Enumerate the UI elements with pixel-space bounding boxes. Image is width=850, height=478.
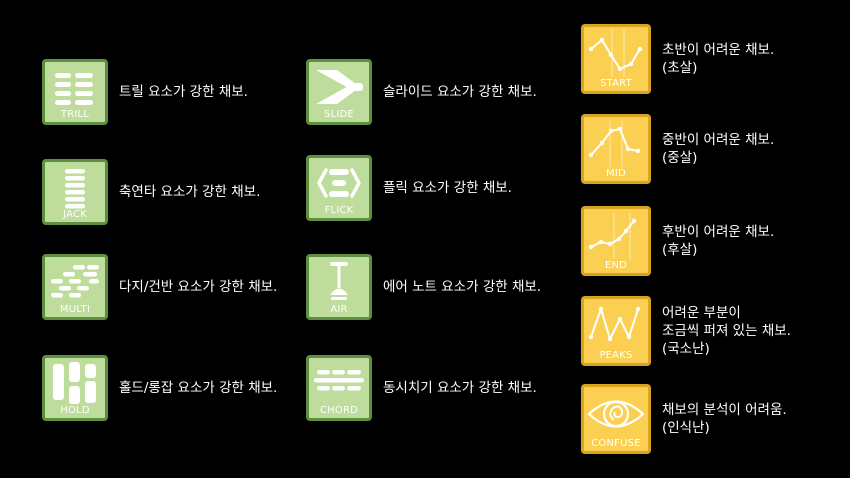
confuse-description: 채보의 분석이 어려움. (인식난): [662, 402, 787, 436]
tag-flick: FLICK 플릭 요소가 강한 채보.: [306, 155, 512, 221]
flick-badge: FLICK: [306, 155, 372, 221]
jack-description: 축연타 요소가 강한 채보.: [119, 184, 261, 200]
mid-badge: MID: [581, 114, 651, 184]
tag-peaks: PEAKS 어려운 부분이 조금씩 퍼져 있는 채보. (국소난): [581, 296, 791, 366]
air-description: 에어 노트 요소가 강한 채보.: [383, 279, 542, 295]
multi-badge: MULTI: [42, 254, 108, 320]
slide-description: 슬라이드 요소가 강한 채보.: [383, 84, 537, 100]
tag-hold: HOLD 홀드/롱잡 요소가 강한 채보.: [42, 355, 277, 421]
end-description: 후반이 어려운 채보. (후살): [662, 224, 775, 258]
trill-description: 트릴 요소가 강한 채보.: [119, 84, 248, 100]
confuse-badge: CONFUSE: [581, 384, 651, 454]
tag-mid: MID 중반이 어려운 채보. (중살): [581, 114, 774, 184]
tag-trill: TRILL 트릴 요소가 강한 채보.: [42, 59, 248, 125]
chord-badge: CHORD: [306, 355, 372, 421]
peaks-badge: PEAKS: [581, 296, 651, 366]
trill-icon: [55, 73, 93, 105]
multi-icon: [51, 265, 99, 298]
mid-description: 중반이 어려운 채보. (중살): [662, 132, 775, 166]
mid-label: MID: [606, 168, 626, 179]
tag-jack: JACK 축연타 요소가 강한 채보.: [42, 159, 260, 225]
end-badge: END: [581, 206, 651, 276]
confuse-label: CONFUSE: [591, 438, 641, 449]
chord-label: CHORD: [319, 405, 359, 416]
tag-slide: SLIDE 슬라이드 요소가 강한 채보.: [306, 59, 537, 125]
end-graph-icon: [588, 213, 637, 259]
tag-start: START 초반이 어려운 채보. (초살): [581, 24, 774, 94]
air-label: AIR: [330, 304, 348, 315]
tag-chord: CHORD 동시치기 요소가 강한 채보.: [306, 355, 537, 421]
eye-icon: [587, 400, 645, 428]
hold-icon: [53, 362, 96, 404]
hold-description: 홀드/롱잡 요소가 강한 채보.: [119, 380, 278, 396]
peaks-graph-icon: [588, 305, 641, 342]
air-icon: [330, 262, 348, 300]
tag-air: AIR 에어 노트 요소가 강한 채보.: [306, 254, 541, 320]
hold-badge: HOLD: [42, 355, 108, 421]
air-badge: AIR: [306, 254, 372, 320]
start-graph-icon: [588, 29, 643, 77]
slide-badge: SLIDE: [306, 59, 372, 125]
start-description: 초반이 어려운 채보. (초살): [662, 42, 775, 76]
slide-icon: [316, 70, 363, 104]
jack-badge: JACK: [42, 159, 108, 225]
jack-label: JACK: [63, 209, 87, 220]
multi-label: MULTI: [59, 304, 91, 315]
trill-badge: TRILL: [42, 59, 108, 125]
multi-description: 다지/건반 요소가 강한 채보.: [119, 279, 278, 295]
tag-multi: MULTI 다지/건반 요소가 강한 채보.: [42, 254, 277, 320]
flick-label: FLICK: [324, 205, 354, 216]
hold-label: HOLD: [60, 405, 90, 416]
start-badge: START: [581, 24, 651, 94]
start-label: START: [600, 78, 632, 89]
end-label: END: [604, 260, 628, 271]
slide-label: SLIDE: [324, 109, 354, 120]
tag-confuse: CONFUSE 채보의 분석이 어려움. (인식난): [581, 384, 787, 454]
tag-end: END 후반이 어려운 채보. (후살): [581, 206, 774, 276]
peaks-label: PEAKS: [599, 350, 633, 361]
mid-graph-icon: [588, 121, 641, 167]
flick-icon: [317, 168, 361, 198]
chord-description: 동시치기 요소가 강한 채보.: [383, 380, 537, 396]
peaks-description: 어려운 부분이 조금씩 퍼져 있는 채보. (국소난): [662, 305, 791, 357]
flick-description: 플릭 요소가 강한 채보.: [383, 180, 512, 196]
trill-label: TRILL: [60, 109, 90, 120]
chord-icon: [314, 370, 364, 391]
jack-icon: [65, 169, 85, 209]
